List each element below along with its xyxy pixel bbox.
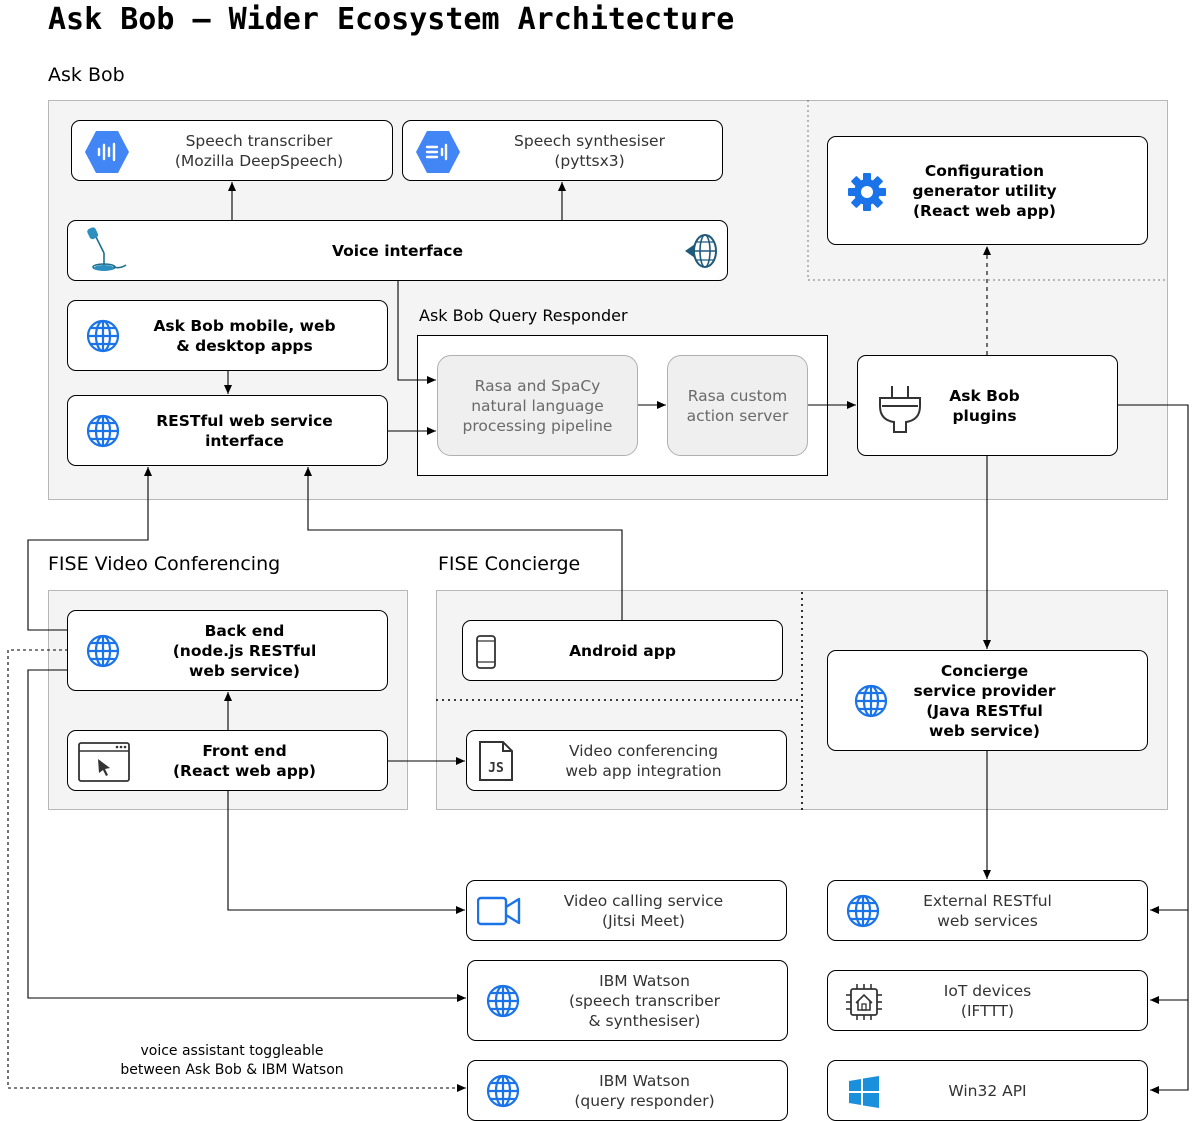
smartphone-icon xyxy=(476,635,496,669)
globe-icon xyxy=(486,984,520,1018)
smart-home-chip-icon xyxy=(846,984,882,1020)
speaker-icon xyxy=(685,234,717,268)
speech-synthesiser-icon xyxy=(416,131,460,173)
video-camera-icon xyxy=(477,896,521,926)
globe-icon xyxy=(854,684,888,718)
browser-window-icon xyxy=(78,742,130,782)
section-label-ask-bob: Ask Bob xyxy=(48,64,125,86)
win32-node: Win32 API xyxy=(827,1060,1148,1121)
speech-transcriber-node: Speech transcriber(Mozilla DeepSpeech) xyxy=(71,120,393,181)
mobile-apps-node: Ask Bob mobile, web& desktop apps xyxy=(67,300,388,371)
watson-speech-node: IBM Watson(speech transcriber& synthesis… xyxy=(467,960,788,1041)
windows-logo-icon xyxy=(849,1076,879,1108)
globe-icon xyxy=(86,319,120,353)
front-end-node: Front end(React web app) xyxy=(67,730,388,791)
iot-devices-node: IoT devices(IFTTT) xyxy=(827,970,1148,1031)
section-label-fise-video: FISE Video Conferencing xyxy=(48,553,281,575)
speech-synthesiser-node: Speech synthesiser(pyttsx3) xyxy=(402,120,723,181)
gear-icon xyxy=(848,173,886,211)
voice-interface-node: Voice interface xyxy=(67,220,728,281)
plug-icon xyxy=(879,386,921,433)
diagram-title: Ask Bob – Wider Ecosystem Architecture xyxy=(48,2,735,37)
query-responder-label: Ask Bob Query Responder xyxy=(419,306,628,325)
microphone-icon xyxy=(87,227,127,271)
globe-icon xyxy=(486,1074,520,1108)
speech-transcriber-icon xyxy=(85,131,129,173)
svg-text:JS: JS xyxy=(488,761,504,776)
globe-icon xyxy=(86,634,120,668)
watson-query-node: IBM Watson(query responder) xyxy=(467,1060,788,1121)
video-calling-node: Video calling service(Jitsi Meet) xyxy=(466,880,787,941)
section-label-fise-concierge: FISE Concierge xyxy=(438,553,581,575)
javascript-file-icon: JS xyxy=(479,741,513,781)
globe-icon xyxy=(846,894,880,928)
android-app-node: Android app xyxy=(462,620,783,681)
globe-icon xyxy=(86,414,120,448)
